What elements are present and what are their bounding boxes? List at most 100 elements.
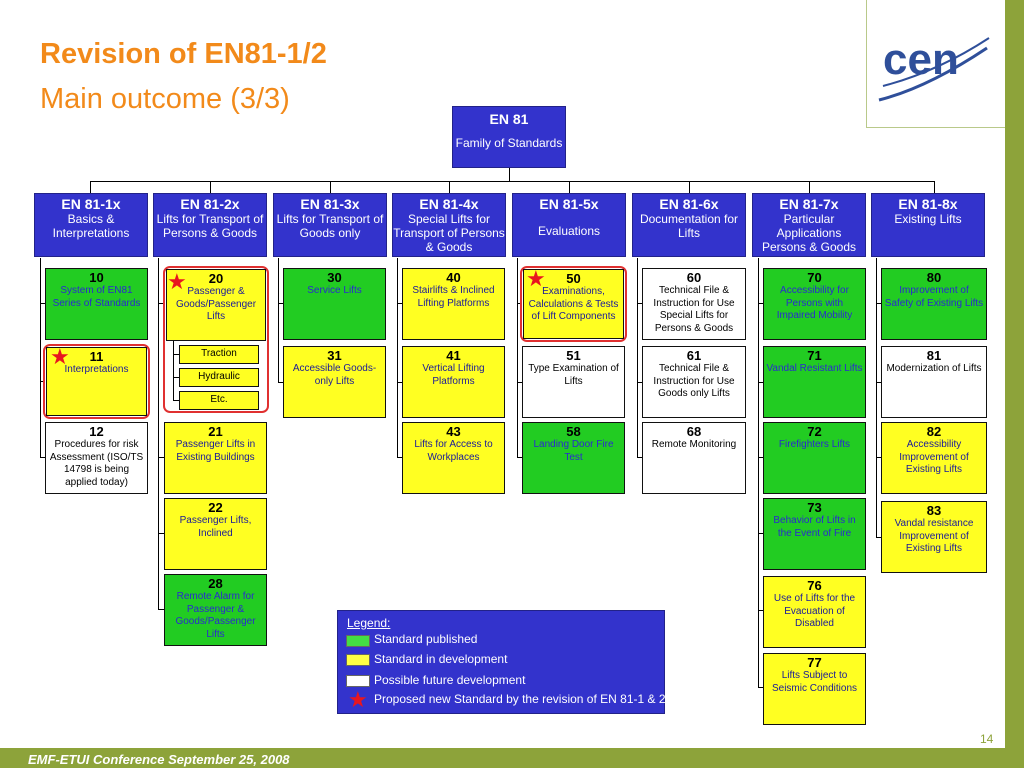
- stub: [876, 303, 881, 304]
- star-icon: ★: [167, 269, 187, 294]
- standard-number: 22: [208, 500, 223, 515]
- standard-number: 80: [926, 270, 942, 285]
- star-icon: ★: [50, 344, 70, 369]
- spine-6x: [637, 258, 638, 458]
- stub: [758, 457, 763, 458]
- col-label: Evaluations: [537, 224, 601, 238]
- standard-number: 50: [566, 271, 581, 286]
- standard-desc: Firefighters Lifts: [778, 439, 851, 450]
- standard-desc: Vandal resistance Improvement of Existin…: [894, 518, 974, 554]
- standard-number: 77: [807, 655, 822, 670]
- standard-box: 31 Accessible Goods-only Lifts: [283, 346, 386, 418]
- standard-box: 68 Remote Monitoring: [642, 422, 746, 494]
- legend-swatch-published: [346, 635, 370, 647]
- proposed-highlight: [43, 344, 150, 419]
- legend-swatch-future: [346, 675, 370, 687]
- standard-number: 76: [807, 578, 822, 593]
- standard-box: 77 Lifts Subject to Seismic Conditions: [763, 653, 866, 725]
- col-header-7x: EN 81-7x Particular Applications Persons…: [752, 193, 866, 257]
- standard-box: 60 Technical File & Instruction for Use …: [642, 268, 746, 340]
- stub: [876, 457, 881, 458]
- col-header-6x: EN 81-6x Documentation for Lifts: [632, 193, 746, 257]
- stub: [158, 303, 164, 304]
- standard-number: 82: [926, 424, 942, 439]
- stub: [173, 354, 179, 355]
- col-label: Documentation for Lifts: [639, 212, 739, 240]
- stub: [637, 457, 642, 458]
- col-connector: [210, 181, 211, 193]
- standard-number: 73: [807, 500, 822, 515]
- standard-box: 50 Examinations, Calculations & Tests of…: [523, 269, 624, 339]
- stub: [278, 303, 283, 304]
- spine-7x: [758, 258, 759, 688]
- standard-box: 82 Accessibility Improvement of Existing…: [881, 422, 987, 494]
- standard-desc: Vandal Resistant Lifts: [766, 363, 863, 374]
- standard-box: 20 Passenger & Goods/Passenger Lifts: [166, 269, 266, 341]
- stub: [40, 303, 45, 304]
- stub: [40, 457, 45, 458]
- col-code: EN 81-6x: [659, 196, 719, 212]
- legend-swatch-development: [346, 654, 370, 666]
- stub: [758, 610, 763, 611]
- standard-desc: Behavior of Lifts in the Event of Fire: [773, 515, 856, 539]
- standard-box: 11 Interpretations: [46, 347, 147, 416]
- standard-number: 20: [208, 271, 224, 286]
- standard-box: 61 Technical File & Instruction for Use …: [642, 346, 746, 418]
- cen-logo: cen: [866, 0, 1005, 128]
- standard-desc: Use of Lifts for the Evacuation of Disab…: [773, 593, 856, 629]
- col-connector: [449, 181, 450, 193]
- standard-number: 40: [446, 270, 461, 285]
- stub: [158, 609, 164, 610]
- stub: [397, 303, 402, 304]
- col-code: EN 81-2x: [180, 196, 240, 212]
- stub: [758, 303, 763, 304]
- stub: [758, 533, 763, 534]
- standard-desc: Lifts for Access to Workplaces: [414, 439, 493, 463]
- legend-item: Proposed new Standard by the revision of…: [374, 692, 666, 706]
- standard-box: 30 Service Lifts: [283, 268, 386, 340]
- spine-1x: [40, 258, 41, 458]
- stub: [637, 382, 642, 383]
- stub: [278, 382, 283, 383]
- col-code: EN 81-8x: [898, 196, 958, 212]
- cen-logo-icon: cen: [878, 35, 990, 102]
- standard-box: 76 Use of Lifts for the Evacuation of Di…: [763, 576, 866, 648]
- standard-desc: Type Examination of Lifts: [528, 363, 619, 387]
- root-connector: [509, 168, 510, 181]
- sub-type-box: Traction: [179, 345, 259, 364]
- standard-number: 10: [89, 270, 104, 285]
- standard-desc: Lifts Subject to Seismic Conditions: [771, 670, 858, 694]
- legend-item: Possible future development: [374, 673, 526, 687]
- standard-box: 43 Lifts for Access to Workplaces: [402, 422, 505, 494]
- standard-box: 73 Behavior of Lifts in the Event of Fir…: [763, 498, 866, 570]
- star-icon: ★: [526, 266, 546, 291]
- stub: [637, 303, 642, 304]
- standard-desc: Improvement of Safety of Existing Lifts: [884, 285, 984, 309]
- stub: [158, 457, 164, 458]
- col-code: EN 81-5x: [539, 196, 599, 212]
- col-connector: [90, 181, 91, 193]
- standard-desc: Remote Alarm for Passenger & Goods/Passe…: [175, 591, 256, 640]
- stub: [517, 303, 522, 304]
- col-header-4x: EN 81-4x Special Lifts for Transport of …: [392, 193, 506, 257]
- col-label: Particular Applications Persons & Goods: [761, 212, 857, 254]
- standard-number: 41: [446, 348, 461, 363]
- root-code: EN 81: [489, 111, 529, 127]
- standard-desc: Modernization of Lifts: [886, 363, 982, 374]
- right-frame-bar: [1005, 0, 1024, 768]
- standard-box: 12 Procedures for risk Assessment (ISO/T…: [45, 422, 148, 494]
- col-header-2x: EN 81-2x Lifts for Transport of Persons …: [153, 193, 267, 257]
- logo-text: cen: [883, 35, 959, 84]
- standard-box: 51 Type Examination of Lifts: [522, 346, 625, 418]
- standard-box: 58 Landing Door Fire Test: [522, 422, 625, 494]
- standard-desc: Examinations, Calculations & Tests of Li…: [528, 286, 619, 322]
- standard-number: 83: [926, 503, 942, 518]
- standard-box: 40 Stairlifts & Inclined Lifting Platfor…: [402, 268, 505, 340]
- standard-number: 81: [926, 348, 942, 363]
- spine-2x: [158, 258, 159, 610]
- standard-desc: Accessibility Improvement of Existing Li…: [899, 439, 969, 475]
- star-icon: ★: [348, 687, 368, 712]
- legend: Legend: Standard published Standard in d…: [337, 610, 666, 714]
- col-label: Lifts for Transport of Persons & Goods: [156, 212, 264, 240]
- standard-number: 58: [566, 424, 581, 439]
